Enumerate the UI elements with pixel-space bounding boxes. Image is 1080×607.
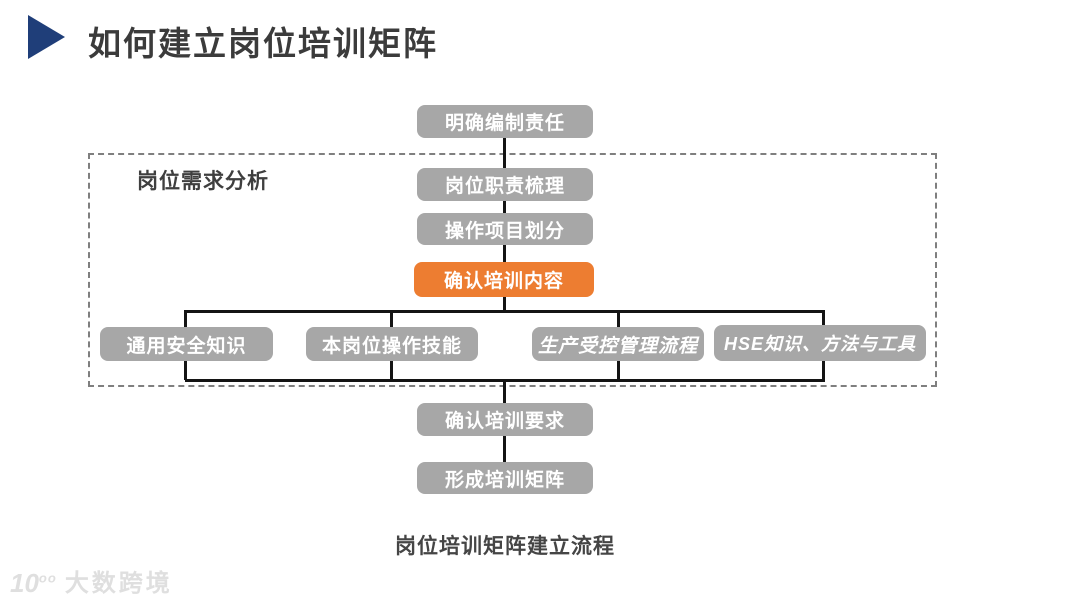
- connector-step5-step6: [503, 436, 506, 462]
- analysis-group-box: [88, 153, 937, 387]
- connector-step3-step4: [503, 245, 506, 263]
- flow-branch-hse-knowledge-methods-tools: HSE知识、方法与工具: [714, 325, 926, 361]
- connector-drop-branch4-bottom: [822, 360, 825, 380]
- flow-node-confirm-training-content: 确认培训内容: [414, 262, 594, 297]
- connector-step2-step3: [503, 200, 506, 214]
- connector-drop-branch3-top: [617, 310, 620, 328]
- connector-step4-branchbar: [503, 296, 506, 312]
- flow-node-form-training-matrix: 形成培训矩阵: [417, 462, 593, 494]
- connector-drop-branch2-top: [390, 310, 393, 328]
- analysis-group-label: 岗位需求分析: [137, 170, 269, 193]
- flow-branch-post-operation-skills: 本岗位操作技能: [306, 327, 478, 361]
- connector-branch-top-bar: [185, 310, 825, 313]
- flow-branch-general-safety-knowledge: 通用安全知识: [100, 327, 273, 361]
- connector-step1-step2: [503, 138, 506, 168]
- connector-drop-branch4-top: [822, 310, 825, 328]
- connector-drop-branch1-top: [184, 310, 187, 328]
- page-title: 如何建立岗位培训矩阵: [88, 25, 438, 62]
- flow-node-job-duty-sorting: 岗位职责梳理: [417, 168, 593, 201]
- flow-node-confirm-training-requirements: 确认培训要求: [417, 403, 593, 436]
- watermark: 10oo 大数跨境: [10, 570, 173, 596]
- title-marker-triangle-icon: [28, 15, 65, 59]
- watermark-logo-icon: 10oo: [10, 568, 57, 598]
- connector-drop-branch3-bottom: [617, 360, 620, 380]
- connector-branchbar-step5: [503, 379, 506, 403]
- connector-drop-branch1-bottom: [184, 360, 187, 380]
- flow-node-operation-item-division: 操作项目划分: [417, 213, 593, 245]
- connector-drop-branch2-bottom: [390, 360, 393, 380]
- watermark-text: 大数跨境: [64, 570, 173, 597]
- diagram-caption: 岗位培训矩阵建立流程: [395, 535, 615, 558]
- flow-branch-production-control-process: 生产受控管理流程: [532, 327, 704, 361]
- flow-node-define-responsibility: 明确编制责任: [417, 105, 593, 138]
